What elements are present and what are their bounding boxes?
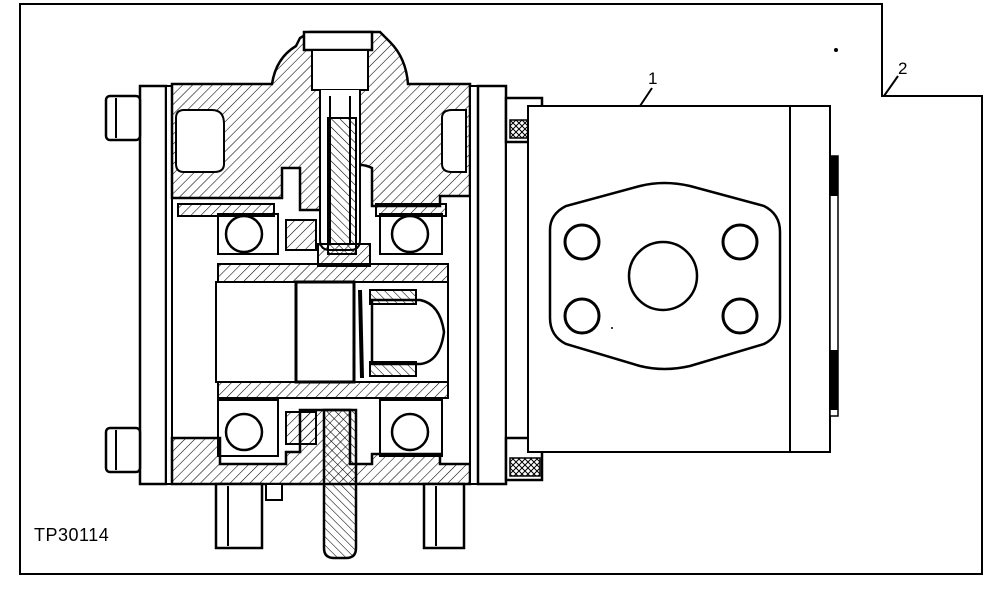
left-outer-plate	[138, 84, 168, 486]
stud-left	[214, 482, 264, 550]
bearing-ball-bottom-right	[390, 412, 430, 452]
left-inner-plate	[165, 85, 173, 485]
housing-outline	[19, 3, 983, 575]
upper-shaft	[327, 117, 357, 255]
lower-shaft	[322, 408, 358, 560]
flange-bolt-hole-2	[721, 223, 759, 261]
bearing-ball-top-right	[390, 214, 430, 254]
lower-shaft-band	[217, 381, 449, 399]
flange-port	[627, 240, 699, 312]
bolt-bottom-left	[104, 426, 142, 474]
flange-bolt-hole-1	[563, 223, 601, 261]
stud-right	[422, 482, 466, 550]
bearing-ball-bottom-left	[224, 412, 264, 452]
flange-bolt-hole-4	[721, 297, 759, 335]
flange-bolt-hole-3	[563, 297, 601, 335]
upper-shaft-band	[217, 263, 449, 283]
right-outer-plate	[476, 84, 508, 486]
callout-1-label: 1	[648, 69, 657, 88]
callout-2-leader	[883, 75, 899, 97]
callout-2-label: 2	[898, 59, 907, 78]
figure-code: TP30114	[34, 525, 109, 545]
coupling-block	[294, 280, 356, 384]
callout-1-leader	[639, 87, 653, 107]
bolt-top-left	[104, 94, 142, 142]
bearing-ball-top-left	[224, 214, 264, 254]
